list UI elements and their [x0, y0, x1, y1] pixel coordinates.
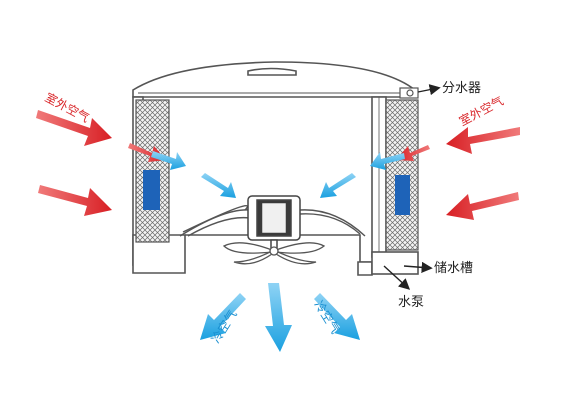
left-filter-core — [143, 170, 160, 210]
label-water-tank: 储水槽 — [434, 261, 473, 276]
label-water-distributor: 分水器 — [442, 81, 481, 96]
fan-blade-icon — [222, 242, 326, 265]
blue-arrow-down-left — [200, 293, 246, 340]
red-arrow-left-top — [36, 110, 112, 146]
outdoor-air-arrows-right — [396, 127, 520, 220]
blue-arrow-left-2 — [201, 173, 236, 198]
water-distributor — [399, 87, 419, 99]
blue-arrow-left-1 — [151, 151, 186, 170]
blue-arrow-down-right — [314, 293, 360, 340]
label-water-pump: 水泵 — [398, 295, 424, 310]
label-outdoor-air-right: 室外空气 — [456, 93, 505, 129]
fan-support — [179, 204, 366, 237]
cool-air-arrows — [151, 151, 405, 352]
red-arrow-right-bottom — [446, 192, 519, 220]
right-filter-core — [395, 175, 410, 215]
leader-lines — [383, 84, 441, 290]
blue-arrow-right-1 — [370, 152, 405, 170]
red-arrow-left-bottom — [38, 185, 112, 216]
fan-motor-icon — [247, 195, 301, 251]
red-arrow-right-top — [446, 127, 520, 154]
outdoor-air-arrows-left — [36, 110, 166, 216]
blue-arrow-down-center — [265, 283, 292, 352]
blue-arrow-right-2 — [320, 173, 356, 198]
